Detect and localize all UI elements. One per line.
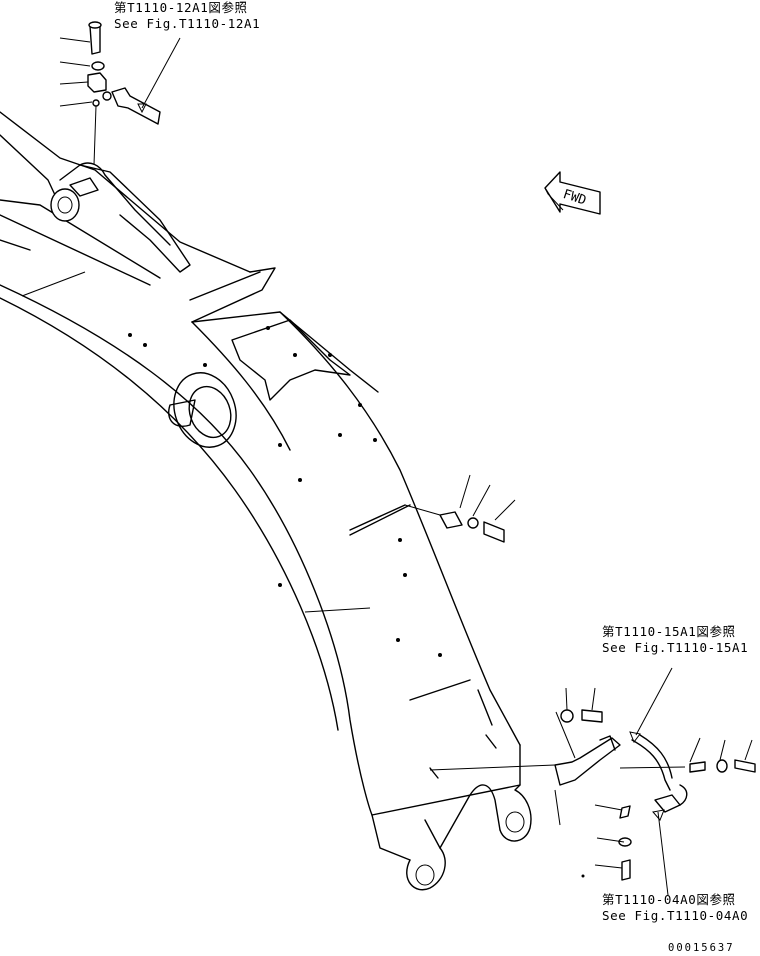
foot-pin-hardware: [59, 21, 181, 166]
right-reference-en: See Fig.T1110-15A1: [602, 640, 749, 655]
top-reference-en: See Fig.T1110-12A1: [114, 16, 261, 31]
drawing-number: 00015637: [668, 942, 735, 954]
fwd-label: FWD: [561, 187, 588, 209]
bottom-reference-en: See Fig.T1110-04A0: [602, 908, 749, 923]
fwd-direction-marker: FWD: [544, 171, 601, 215]
boom-foot-bracket: [50, 162, 191, 273]
bottom-reference-jp: 第T1110-04A0図参照: [602, 892, 736, 907]
right-reference-jp: 第T1110-15A1図参照: [602, 624, 736, 639]
top-reference-jp: 第T1110-12A1図参照: [114, 0, 248, 15]
middle-clamp-hardware: [404, 474, 516, 543]
lower-right-hardware: [429, 667, 756, 896]
boom-body: [0, 111, 532, 891]
